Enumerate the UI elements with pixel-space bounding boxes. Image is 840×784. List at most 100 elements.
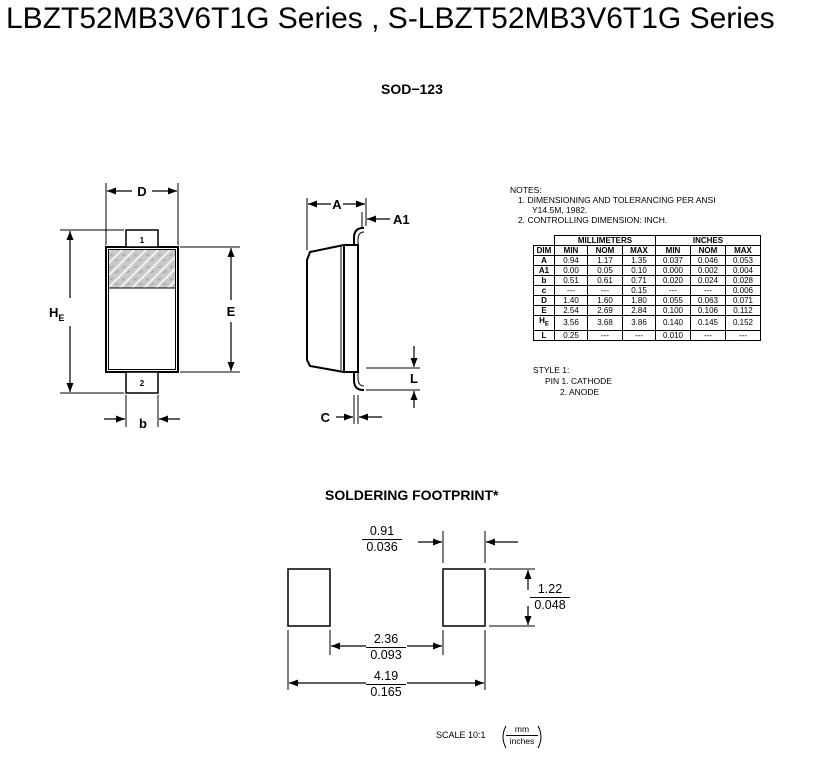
value-cell: 0.106 [690, 305, 726, 316]
pin-2-lead [125, 371, 159, 394]
units-den: inches [509, 736, 535, 746]
value-cell: 0.024 [690, 275, 726, 286]
value-cell: --- [655, 285, 691, 296]
pad-height-mm: 1.22 [530, 582, 570, 598]
dim-cell: D [533, 295, 555, 306]
pin-2-label: 2 [140, 379, 145, 388]
value-cell: --- [554, 285, 588, 296]
notes-heading: NOTES: [510, 185, 542, 195]
label-A: A [332, 197, 342, 212]
value-cell: 0.100 [655, 305, 691, 316]
style-line: PIN 1. CATHODE [545, 376, 612, 386]
package-name: SOD−123 [381, 81, 443, 97]
value-cell: 0.063 [690, 295, 726, 306]
in-group-header: INCHES [655, 235, 761, 246]
dim-cell: A1 [533, 265, 555, 276]
units-num: mm [506, 724, 538, 736]
inner-gap-mm: 2.36 [366, 632, 406, 648]
value-cell: 0.152 [725, 315, 761, 331]
col-header: MAX [725, 245, 761, 256]
value-cell: 0.028 [725, 275, 761, 286]
value-cell: 1.60 [587, 295, 623, 306]
value-cell: 0.00 [554, 265, 588, 276]
pad-height-dimension: 1.22 0.048 [530, 582, 570, 613]
side-view [306, 198, 420, 424]
label-E: E [227, 304, 236, 319]
table-row: c------0.15------0.006 [533, 285, 761, 296]
value-cell: 0.05 [587, 265, 623, 276]
value-cell: 2.54 [554, 305, 588, 316]
pin-1-label: 1 [140, 236, 145, 245]
pad-width-dimension: 0.91 0.036 [362, 524, 402, 555]
value-cell: 2.84 [622, 305, 656, 316]
value-cell: 0.145 [690, 315, 726, 331]
value-cell: 3.68 [587, 315, 623, 331]
value-cell: 0.140 [655, 315, 691, 331]
inner-gap-in: 0.093 [370, 648, 402, 662]
value-cell: 0.000 [655, 265, 691, 276]
dimension-table: MILLIMETERS INCHES DIM MIN NOM MAX MIN N… [533, 235, 761, 341]
scale-text: SCALE 10:1 [436, 730, 486, 740]
value-cell: --- [690, 329, 726, 341]
pad-width-mm: 0.91 [362, 524, 402, 540]
col-header: NOM [587, 245, 623, 256]
label-C: C [321, 410, 331, 425]
value-cell: 1.80 [622, 295, 656, 306]
inner-gap-dimension: 2.36 0.093 [366, 632, 406, 663]
value-cell: 0.94 [554, 255, 588, 266]
pad-height-in: 0.048 [534, 598, 566, 612]
value-cell: --- [725, 329, 761, 341]
value-cell: 0.010 [655, 329, 691, 341]
value-cell: 0.006 [725, 285, 761, 296]
col-header: NOM [690, 245, 726, 256]
col-header: MAX [622, 245, 656, 256]
outer-span-dimension: 4.19 0.165 [366, 669, 406, 700]
dim-cell: L [533, 329, 555, 341]
unit-paren-left [502, 725, 507, 749]
value-cell: 0.046 [690, 255, 726, 266]
top-view [60, 183, 240, 427]
left-pad [287, 568, 331, 627]
style-heading: STYLE 1: [533, 365, 570, 375]
value-cell: 0.112 [725, 305, 761, 316]
col-header: DIM [533, 245, 555, 256]
cathode-band [109, 250, 175, 288]
note-line: Y14.5M, 1982. [532, 205, 588, 215]
mm-group-header: MILLIMETERS [554, 235, 656, 246]
value-cell: 1.17 [587, 255, 623, 266]
note-line: 2. CONTROLLING DIMENSION: INCH. [518, 215, 668, 225]
label-D: D [137, 184, 146, 199]
style-block: STYLE 1: PIN 1. CATHODE 2. ANODE [533, 365, 612, 398]
value-cell: 0.10 [622, 265, 656, 276]
value-cell: 0.002 [690, 265, 726, 276]
top-lead [353, 227, 364, 245]
label-b: b [139, 416, 147, 431]
col-header: MIN [554, 245, 588, 256]
value-cell: 0.71 [622, 275, 656, 286]
value-cell: 0.25 [554, 329, 588, 341]
value-cell: 0.037 [655, 255, 691, 266]
footprint-drawing [287, 531, 535, 690]
value-cell: 0.055 [655, 295, 691, 306]
value-cell: --- [587, 329, 623, 341]
dim-cell: HE [533, 315, 555, 331]
dimension-labels: D HE E b A A1 L C [49, 184, 418, 431]
notes-block: NOTES: 1. DIMENSIONING AND TOLERANCING P… [510, 185, 716, 225]
value-cell: 0.020 [655, 275, 691, 286]
value-cell: 3.86 [622, 315, 656, 331]
value-cell: 0.61 [587, 275, 623, 286]
outer-span-mm: 4.19 [366, 669, 406, 685]
value-cell: 0.053 [725, 255, 761, 266]
unit-paren-right [537, 725, 542, 749]
value-cell: 0.071 [725, 295, 761, 306]
dim-cell: A [533, 255, 555, 266]
dim-cell: c [533, 285, 555, 296]
value-cell: 2.69 [587, 305, 623, 316]
pin-1-lead [125, 229, 159, 248]
